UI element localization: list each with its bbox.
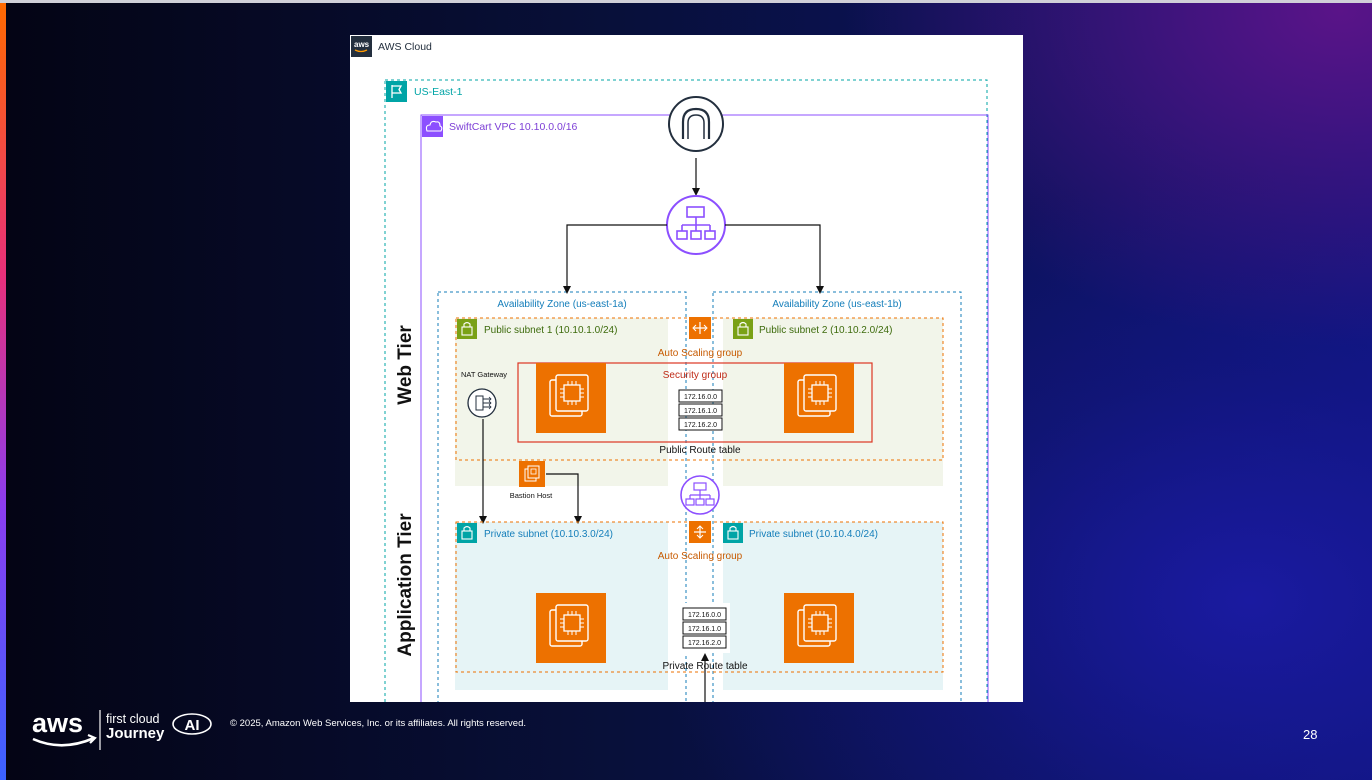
aws-cloud-label: AWS Cloud [378, 41, 432, 53]
bastion-host-icon [519, 461, 545, 487]
region-label: US-East-1 [414, 86, 463, 98]
private-route-entry: 172.16.2.0 [688, 640, 721, 647]
private-subnet-2-lock-icon [723, 523, 743, 543]
az-a-label: Availability Zone (us-east-1a) [497, 299, 626, 310]
internet-gateway-icon [668, 96, 724, 152]
diagram-canvas: aws AWS Cloud US-East-1 SwiftCart VPC 10… [351, 36, 989, 702]
alb-to-az-a-arrow [563, 224, 667, 294]
az-b-label: Availability Zone (us-east-1b) [772, 299, 901, 310]
application-tier-label: Application Tier [395, 513, 416, 657]
vpc-label: SwiftCart VPC 10.10.0.0/16 [449, 121, 578, 133]
security-group-label: Security group [663, 370, 728, 381]
aws-first-cloud-journey-logo: aws first cloud Journey AI [32, 708, 212, 750]
logo-program-line1: first cloud [106, 712, 160, 726]
alb-to-az-b-arrow [725, 224, 824, 294]
ec2-instance-icon [536, 363, 606, 433]
private-route-entry: 172.16.1.0 [688, 626, 721, 633]
app-asg-icon [689, 521, 711, 543]
public-subnet-2-lock-icon [733, 319, 753, 339]
internal-load-balancer-icon [680, 475, 720, 515]
flag-icon [386, 81, 407, 102]
copyright-text: © 2025, Amazon Web Services, Inc. or its… [230, 718, 527, 729]
public-route-table-icon: 172.16.0.0 172.16.1.0 172.16.2.0 [678, 389, 723, 431]
accent-bar [0, 3, 6, 780]
private-subnet-2-label: Private subnet (10.10.4.0/24) [749, 529, 878, 540]
bastion-to-private-arrow [546, 473, 582, 524]
bastion-host-label: Bastion Host [510, 491, 553, 500]
app-asg-label: Auto Scaling group [658, 551, 743, 562]
region-box [384, 79, 988, 702]
private-route-table-icon: 172.16.0.0 172.16.1.0 172.16.2.0 [682, 607, 727, 649]
public-subnet-2-label: Public subnet 2 (10.10.2.0/24) [759, 325, 892, 336]
page-number: 28 [1303, 727, 1318, 742]
az-b-box [712, 291, 962, 702]
public-route-entry: 172.16.1.0 [684, 408, 717, 415]
web-asg-label: Auto Scaling group [658, 348, 743, 359]
ec2-instance-icon [536, 593, 606, 663]
svg-text:aws: aws [354, 40, 370, 49]
nat-gateway-icon [467, 388, 497, 418]
private-subnet-1-lock-icon [457, 523, 477, 543]
public-subnet-1-label: Public subnet 1 (10.10.1.0/24) [484, 325, 617, 336]
public-subnet-1-lock-icon [457, 319, 477, 339]
architecture-diagram: aws AWS Cloud US-East-1 SwiftCart VPC 10… [350, 35, 1023, 702]
private-subnet-1-label: Private subnet (10.10.3.0/24) [484, 529, 613, 540]
public-route-entry: 172.16.0.0 [684, 394, 717, 401]
ai-badge-label: AI [185, 717, 200, 734]
logo-program-line2: Journey [106, 725, 165, 742]
public-route-entry: 172.16.2.0 [684, 422, 717, 429]
aws-smile-arrow-icon [87, 733, 97, 744]
ec2-instance-icon [784, 363, 854, 433]
web-asg-icon [689, 317, 711, 339]
nat-gateway-label: NAT Gateway [461, 370, 507, 379]
web-tier-label: Web Tier [395, 325, 416, 405]
private-route-entry: 172.16.0.0 [688, 612, 721, 619]
ai-badge-cloud-icon [172, 713, 212, 735]
web-asg-box [455, 317, 944, 461]
load-balancer-icon [666, 195, 726, 255]
logo-brand: aws [32, 708, 83, 738]
aws-cloud-logo-icon: aws [351, 36, 372, 57]
ec2-instance-icon [784, 593, 854, 663]
aws-smile-icon [32, 736, 95, 747]
security-group-box [517, 362, 873, 443]
public-route-table-label: Public Route table [659, 445, 741, 456]
top-border [0, 0, 1372, 3]
vpc-cloud-icon [422, 116, 443, 137]
